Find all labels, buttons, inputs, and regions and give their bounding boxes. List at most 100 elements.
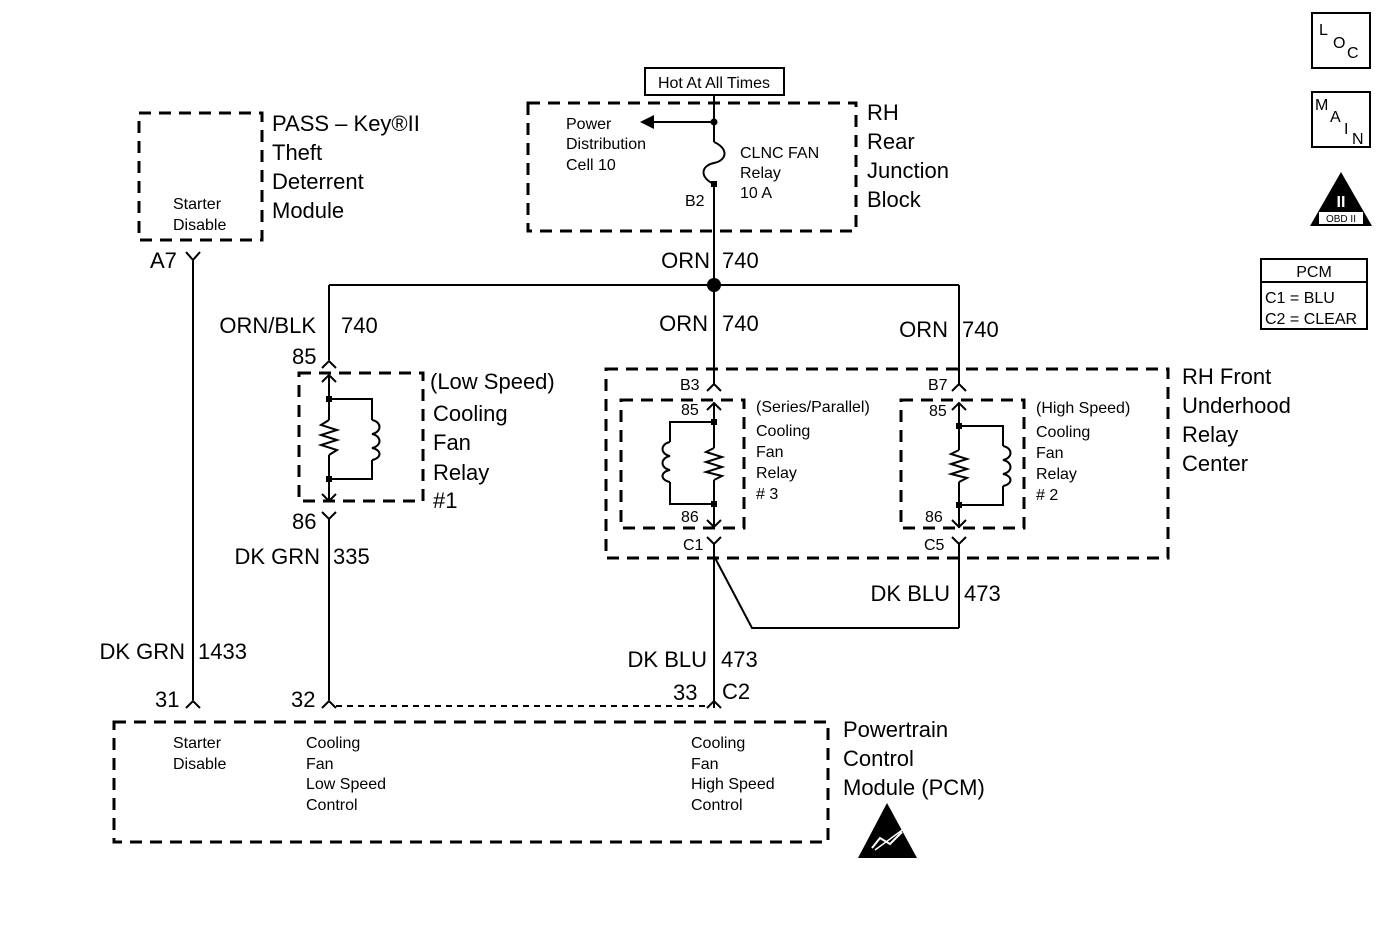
svg-text:ORN: ORN [659, 311, 708, 336]
relay3-label: (Series/Parallel) Cooling Fan Relay # 3 [756, 399, 870, 503]
svg-text:Junction: Junction [867, 158, 949, 183]
rear-junction-block-box [526, 101, 858, 233]
pcm-pin-32: 32 [291, 687, 315, 712]
svg-text:DK GRN: DK GRN [234, 544, 320, 569]
svg-text:ORN: ORN [661, 248, 710, 273]
pcm-high-speed-control: Cooling Fan High Speed Control [691, 735, 775, 814]
relay2-pin-85: 85 [929, 403, 947, 420]
fuse-icon [702, 141, 726, 185]
svg-text:Center: Center [1182, 451, 1248, 476]
svg-text:740: 740 [341, 313, 378, 338]
svg-text:I: I [1344, 121, 1348, 138]
svg-text:473: 473 [964, 581, 1001, 606]
connector-b3: B3 [680, 377, 700, 394]
relay2-label: (High Speed) Cooling Fan Relay # 2 [1036, 400, 1130, 504]
coil-icon [1002, 445, 1012, 487]
svg-text:DK GRN: DK GRN [99, 639, 185, 664]
wire-label-dk-blu-473-right: DK BLU 473 [871, 581, 1001, 606]
svg-text:High Speed: High Speed [691, 776, 775, 793]
svg-text:Relay: Relay [756, 465, 797, 482]
wire-label-orn-blk-740: ORN/BLK 740 [219, 313, 377, 338]
svg-text:Starter: Starter [173, 735, 222, 752]
svg-text:Fan: Fan [1036, 445, 1064, 462]
relay2-circuit [947, 401, 1012, 529]
svg-text:Relay: Relay [740, 165, 781, 182]
svg-text:(High Speed): (High Speed) [1036, 400, 1130, 417]
fuse-label: CLNC FAN Relay 10 A [740, 145, 819, 202]
pcm-starter-disable: Starter Disable [173, 735, 226, 773]
svg-text:Block: Block [867, 187, 922, 212]
rear-junction-title: RH Rear Junction Block [867, 100, 949, 212]
wire-label-dk-blu-473-mid: DK BLU 473 [628, 647, 758, 672]
connector-c5: C5 [924, 537, 945, 554]
svg-text:PCM: PCM [1296, 264, 1332, 281]
pcm-pin-33: 33 [673, 680, 697, 705]
svg-text:N: N [1352, 131, 1364, 148]
svg-text:473: 473 [721, 647, 758, 672]
svg-text:Fan: Fan [691, 756, 719, 773]
svg-text:740: 740 [722, 311, 759, 336]
coil-icon [661, 441, 671, 483]
pcm-title: Powertrain Control Module (PCM) [843, 717, 985, 800]
pcm-connector-legend: PCM C1 = BLU C2 = CLEAR [1260, 258, 1368, 330]
svg-text:C1 = BLU: C1 = BLU [1265, 290, 1335, 307]
svg-text:Cooling: Cooling [433, 401, 508, 426]
svg-text:335: 335 [333, 544, 370, 569]
svg-text:Relay: Relay [1182, 422, 1238, 447]
relay1-box [297, 371, 425, 503]
pass-key-starter-disable: Starter Disable [173, 196, 226, 234]
svg-text:Distribution: Distribution [566, 136, 646, 153]
wire-label-orn-740-main: ORN 740 [661, 248, 759, 273]
main-icon[interactable]: M A I N [1311, 91, 1371, 148]
svg-text:Control: Control [306, 797, 358, 814]
pin-b2: B2 [685, 193, 705, 210]
svg-text:ORN/BLK: ORN/BLK [219, 313, 316, 338]
connector-a7-icon [185, 251, 201, 262]
svg-text:# 3: # 3 [756, 486, 778, 503]
pass-key-title: PASS – Key®II Theft Deterrent Module [272, 111, 420, 223]
svg-text:RH: RH [867, 100, 899, 125]
arrow-left-icon [640, 115, 654, 129]
pcm-connector-c2: C2 [722, 679, 750, 704]
svg-text:(Low Speed): (Low Speed) [430, 369, 555, 394]
svg-text:L: L [1319, 22, 1328, 39]
svg-text:Powertrain: Powertrain [843, 717, 948, 742]
svg-text:Cooling: Cooling [1036, 424, 1090, 441]
svg-text:Starter: Starter [173, 196, 222, 213]
front-relay-center-box [604, 367, 1170, 560]
obd-ii-icon[interactable]: II OBD II [1310, 172, 1372, 226]
svg-text:DK BLU: DK BLU [871, 581, 950, 606]
svg-text:Module: Module [272, 198, 344, 223]
svg-text:Relay: Relay [1036, 466, 1077, 483]
pcm-low-speed-control: Cooling Fan Low Speed Control [306, 735, 386, 814]
wire-label-dk-grn-1433: DK GRN 1433 [99, 639, 247, 664]
loc-icon[interactable]: L O C [1311, 12, 1371, 69]
svg-text:ORN: ORN [899, 317, 948, 342]
svg-text:C: C [1347, 45, 1359, 62]
relay1-pin-86: 86 [292, 509, 316, 534]
svg-text:Control: Control [691, 797, 743, 814]
front-relay-center-title: RH Front Underhood Relay Center [1182, 364, 1291, 476]
relay3-pin-86: 86 [681, 509, 699, 526]
svg-text:Cooling: Cooling [691, 735, 745, 752]
power-distribution-label: Power Distribution Cell 10 [566, 116, 646, 174]
svg-text:Cell 10: Cell 10 [566, 157, 616, 174]
svg-text:II: II [1337, 194, 1346, 211]
relay2-pin-86: 86 [925, 509, 943, 526]
svg-text:10 A: 10 A [740, 185, 772, 202]
svg-text:PASS – Key®II: PASS – Key®II [272, 111, 420, 136]
wire-label-dk-grn-335: DK GRN 335 [234, 544, 369, 569]
svg-text:Control: Control [843, 746, 914, 771]
relay1-circuit [317, 373, 381, 503]
svg-text:RH Front: RH Front [1182, 364, 1271, 389]
svg-text:# 2: # 2 [1036, 487, 1058, 504]
pcm-pin-31: 31 [155, 687, 179, 712]
svg-text:CLNC FAN: CLNC FAN [740, 145, 819, 162]
svg-text:DK BLU: DK BLU [628, 647, 707, 672]
wire-label-orn-740-mid: ORN 740 [659, 311, 759, 336]
svg-text:Cooling: Cooling [756, 423, 810, 440]
esd-warning-icon[interactable] [858, 803, 917, 858]
relay2-box [899, 398, 1026, 530]
svg-text:#1: #1 [433, 488, 457, 513]
svg-text:Disable: Disable [173, 756, 226, 773]
